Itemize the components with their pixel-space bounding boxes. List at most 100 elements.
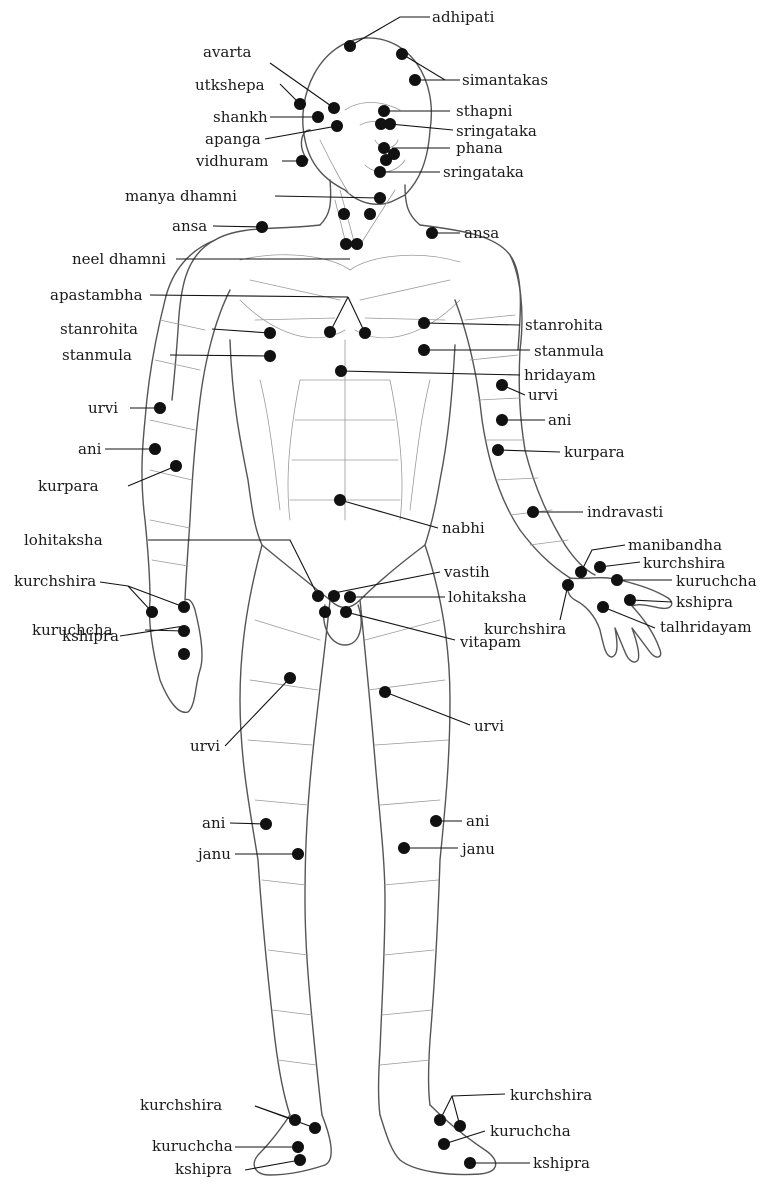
- leader-ansa-left: [213, 226, 262, 227]
- point-kshipra-hand-left[interactable]: [178, 648, 190, 660]
- point-kurchshira-palm[interactable]: [562, 579, 574, 591]
- point-shankh[interactable]: [312, 111, 324, 123]
- label-ani-leg-left: ani: [202, 814, 226, 832]
- point-lohitaksha-left[interactable]: [312, 590, 324, 602]
- point-stanmula-right[interactable]: [418, 344, 430, 356]
- pelvis-outline: [262, 545, 425, 608]
- point-kuruchcha-foot-left[interactable]: [292, 1141, 304, 1153]
- point-kurpara-left[interactable]: [170, 460, 182, 472]
- point-kurchshira-hand-left-2[interactable]: [178, 601, 190, 613]
- leader-kurpara-left: [128, 466, 176, 486]
- point-simantakas-1[interactable]: [396, 48, 408, 60]
- leader-kurchshira-hand-left-2: [128, 586, 184, 607]
- point-urvi-leg-left[interactable]: [284, 672, 296, 684]
- label-lohitaksha-right: lohitaksha: [448, 588, 527, 606]
- point-neel-dhamni-1[interactable]: [340, 238, 352, 250]
- point-ani-leg-left[interactable]: [260, 818, 272, 830]
- leader-stanrohita-left: [212, 329, 270, 333]
- leader-manya-dhamni: [275, 196, 380, 198]
- point-kurchshira-foot-right-1[interactable]: [434, 1114, 446, 1126]
- point-neck-1[interactable]: [338, 208, 350, 220]
- label-sringataka-1: sringataka: [456, 122, 537, 140]
- leader-kurchshira-hand-right: [600, 562, 640, 567]
- label-kuruchcha-foot-left: kuruchcha: [152, 1137, 233, 1155]
- point-kshipra-foot-left[interactable]: [294, 1154, 306, 1166]
- leader-lohitaksha-left: [148, 540, 318, 596]
- point-kuruchcha-hand-left[interactable]: [178, 625, 190, 637]
- label-kurpara-right: kurpara: [564, 443, 625, 461]
- point-utkshepa[interactable]: [294, 98, 306, 110]
- label-avarta: avarta: [203, 43, 252, 61]
- point-stanrohita-right[interactable]: [418, 317, 430, 329]
- point-kurchshira-foot-left-1[interactable]: [289, 1114, 301, 1126]
- label-urvi-arm-right: urvi: [528, 386, 558, 404]
- label-simantakas: simantakas: [462, 71, 548, 89]
- label-ansa-left: ansa: [172, 217, 207, 235]
- point-phana-1[interactable]: [378, 142, 390, 154]
- point-urvi-leg-right[interactable]: [379, 686, 391, 698]
- point-apanga[interactable]: [331, 120, 343, 132]
- point-sthapni[interactable]: [378, 105, 390, 117]
- point-vitapam-right[interactable]: [340, 606, 352, 618]
- point-stanrohita-left[interactable]: [264, 327, 276, 339]
- leader-stanmula-left: [170, 355, 270, 356]
- point-kuruchcha-hand-right[interactable]: [611, 574, 623, 586]
- point-ansa-left[interactable]: [256, 221, 268, 233]
- point-stanmula-left[interactable]: [264, 350, 276, 362]
- point-indravasti[interactable]: [527, 506, 539, 518]
- point-lohitaksha-right[interactable]: [344, 591, 356, 603]
- point-kurchshira-hand-right[interactable]: [594, 561, 606, 573]
- point-manibandha[interactable]: [575, 566, 587, 578]
- leader-hridayam: [341, 371, 520, 375]
- point-sringataka-1b[interactable]: [384, 118, 396, 130]
- label-kshipra-foot-right: kshipra: [533, 1154, 590, 1172]
- leader-kurpara-right: [498, 450, 560, 452]
- point-ani-arm-right[interactable]: [496, 414, 508, 426]
- label-stanmula-left: stanmula: [62, 346, 132, 364]
- point-kurchshira-foot-left-2[interactable]: [309, 1122, 321, 1134]
- point-hridayam[interactable]: [335, 365, 347, 377]
- point-kshipra-foot-right[interactable]: [464, 1157, 476, 1169]
- point-ani-leg-right[interactable]: [430, 815, 442, 827]
- label-hridayam: hridayam: [524, 366, 596, 384]
- point-phana-3[interactable]: [380, 154, 392, 166]
- point-janu-left[interactable]: [292, 848, 304, 860]
- label-janu-right: janu: [460, 840, 495, 858]
- label-urvi-leg-left: urvi: [190, 737, 220, 755]
- point-urvi-arm-left[interactable]: [154, 402, 166, 414]
- label-manibandha: manibandha: [628, 536, 722, 554]
- point-apastambha-right[interactable]: [359, 327, 371, 339]
- point-adhipati[interactable]: [344, 40, 356, 52]
- point-avarta[interactable]: [328, 102, 340, 114]
- point-vidhuram[interactable]: [296, 155, 308, 167]
- point-ansa-right[interactable]: [426, 227, 438, 239]
- point-ani-arm-left[interactable]: [149, 443, 161, 455]
- left-leg-outline: [240, 545, 330, 1115]
- point-kurchshira-hand-left-1[interactable]: [146, 606, 158, 618]
- label-ansa-right: ansa: [464, 224, 499, 242]
- leader-talhridayam: [603, 607, 655, 628]
- label-kurchshira-hand-right: kurchshira: [643, 554, 725, 572]
- label-ani-leg-right: ani: [466, 812, 490, 830]
- point-kuruchcha-foot-right[interactable]: [438, 1138, 450, 1150]
- point-kurchshira-foot-right-2[interactable]: [454, 1120, 466, 1132]
- point-kshipra-hand-right[interactable]: [624, 594, 636, 606]
- label-sthapni: sthapni: [456, 102, 513, 120]
- point-kurpara-right[interactable]: [492, 444, 504, 456]
- label-lohitaksha-left: lohitaksha: [24, 531, 103, 549]
- leader-nabhi: [340, 500, 438, 528]
- point-urvi-arm-right[interactable]: [496, 379, 508, 391]
- point-vitapam-left[interactable]: [319, 606, 331, 618]
- point-apastambha-left[interactable]: [324, 326, 336, 338]
- point-neck-2[interactable]: [364, 208, 376, 220]
- label-talhridayam: talhridayam: [660, 618, 752, 636]
- label-kurchshira-palm: kurchshira: [484, 620, 566, 638]
- point-manya-dhamni[interactable]: [374, 192, 386, 204]
- point-neel-dhamni-2[interactable]: [351, 238, 363, 250]
- point-janu-right[interactable]: [398, 842, 410, 854]
- point-nabhi[interactable]: [334, 494, 346, 506]
- point-sringataka-2[interactable]: [374, 166, 386, 178]
- point-talhridayam[interactable]: [597, 601, 609, 613]
- point-simantakas-2[interactable]: [409, 74, 421, 86]
- point-vastih[interactable]: [328, 590, 340, 602]
